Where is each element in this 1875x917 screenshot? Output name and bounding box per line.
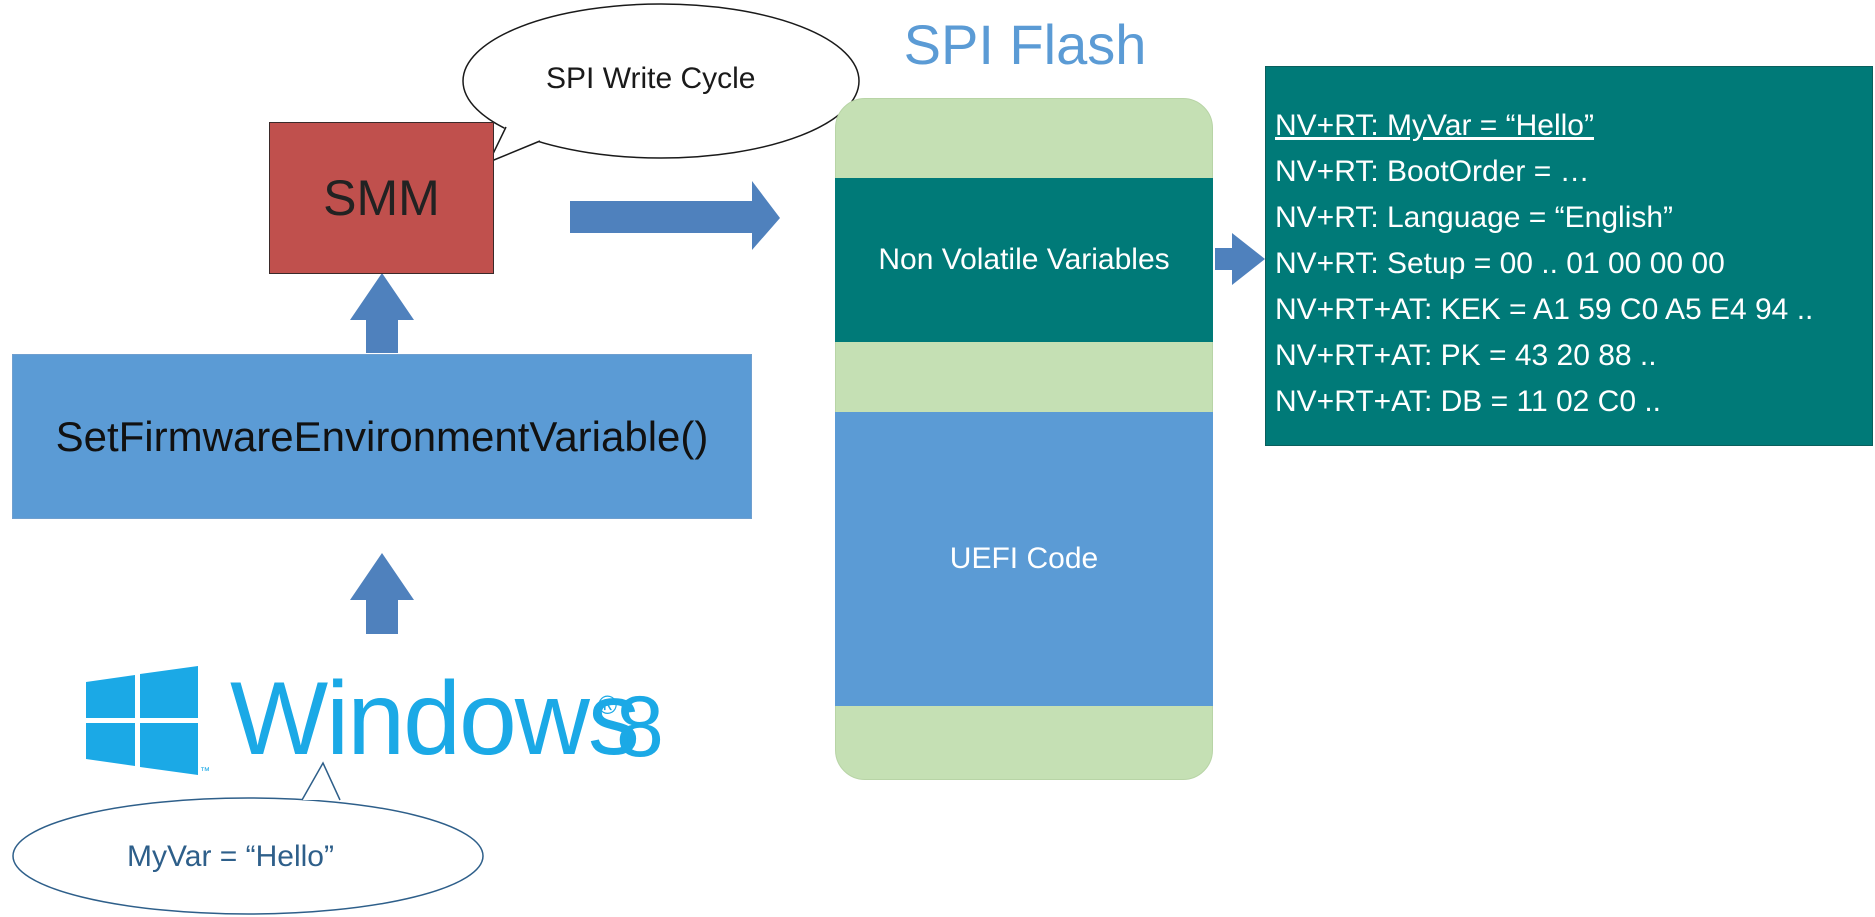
set-firmware-env-var-label: SetFirmwareEnvironmentVariable() bbox=[55, 412, 709, 460]
arrow-right-nv-to-list bbox=[1215, 233, 1265, 285]
windows-logo-icon bbox=[86, 666, 198, 775]
windows-registered-mark: ® bbox=[598, 690, 618, 720]
variable-entry: NV+RT+AT: DB = 11 02 C0 .. bbox=[1275, 385, 1662, 418]
variable-entry: NV+RT+AT: KEK = A1 59 C0 A5 E4 94 .. bbox=[1275, 293, 1814, 326]
arrow-up-lower bbox=[350, 553, 414, 634]
uefi-code-region: UEFI Code bbox=[835, 412, 1213, 706]
myvar-hello-label: MyVar = “Hello” bbox=[127, 840, 334, 873]
variable-entry: NV+RT+AT: PK = 43 20 88 .. bbox=[1275, 339, 1657, 372]
windows-trademark: ™ bbox=[200, 766, 210, 777]
spi-write-cycle-label: SPI Write Cycle bbox=[546, 62, 756, 95]
non-volatile-variables-region: Non Volatile Variables bbox=[835, 178, 1213, 342]
set-firmware-env-var-box: SetFirmwareEnvironmentVariable() bbox=[12, 354, 752, 519]
variable-entry: NV+RT: BootOrder = … bbox=[1275, 155, 1590, 188]
windows-version-number: 8 bbox=[616, 679, 664, 775]
smm-box: SMM bbox=[269, 122, 494, 274]
arrow-up-upper bbox=[350, 273, 414, 353]
uefi-code-label: UEFI Code bbox=[949, 542, 1099, 575]
windows-wordmark: Windows bbox=[230, 661, 640, 777]
smm-label: SMM bbox=[323, 170, 440, 226]
variable-entry: NV+RT: Setup = 00 .. 01 00 00 00 bbox=[1275, 247, 1725, 280]
variable-entry: NV+RT: Language = “English” bbox=[1275, 201, 1674, 234]
non-volatile-variables-label: Non Volatile Variables bbox=[878, 243, 1170, 276]
myvar-callout bbox=[12, 761, 484, 915]
variable-list-panel: NV+RT: MyVar = “Hello” NV+RT: BootOrder … bbox=[1265, 66, 1873, 446]
arrow-right-smm-to-flash bbox=[570, 181, 780, 250]
spi-flash-title: SPI Flash bbox=[903, 13, 1147, 76]
spi-write-callout bbox=[462, 3, 860, 164]
variable-entry: NV+RT: MyVar = “Hello” bbox=[1275, 109, 1594, 142]
